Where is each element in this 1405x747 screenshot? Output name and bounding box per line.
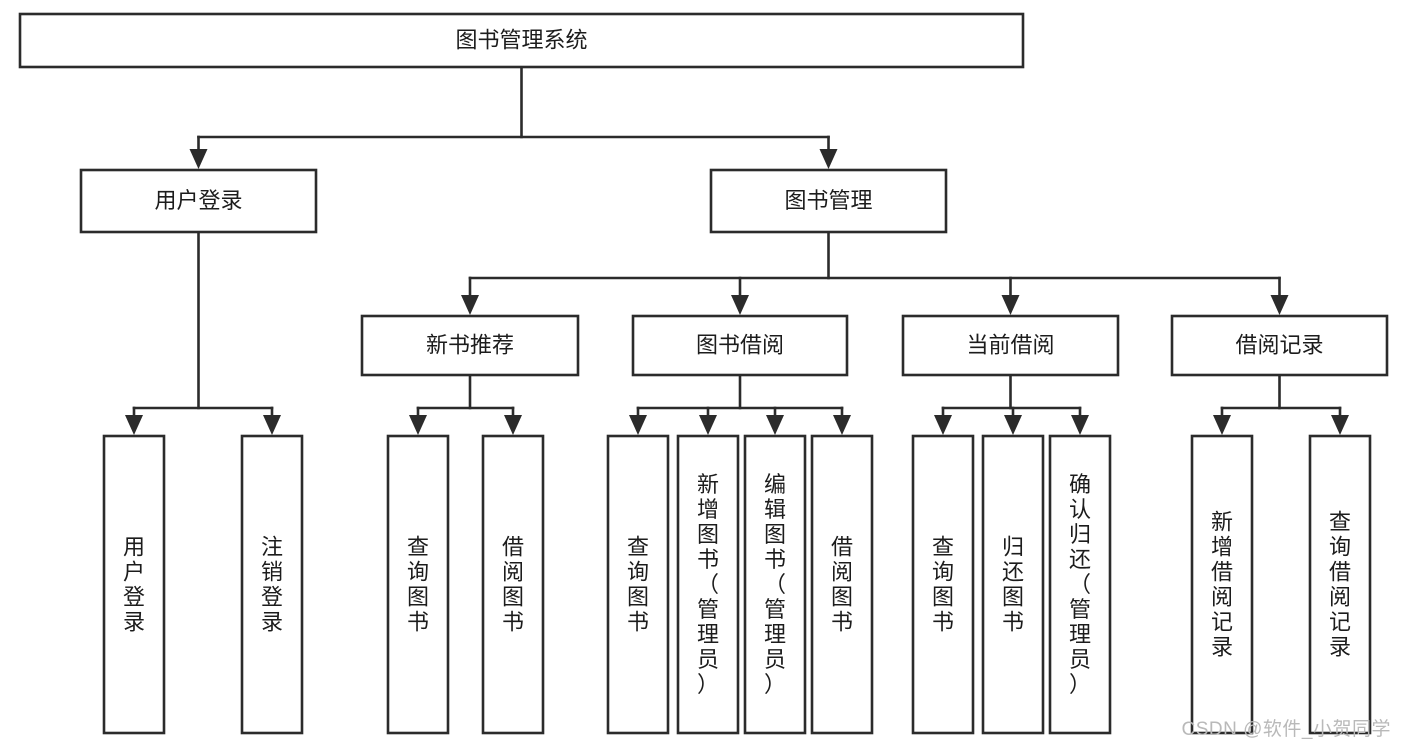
node-leaf-edit-book[interactable]: 编辑图书（管理员） [743, 434, 807, 735]
node-borrow-record[interactable]: 借阅记录 [1170, 314, 1389, 377]
node-box-leaf-query-book-current [911, 434, 975, 735]
arrow-head-icon [504, 415, 522, 435]
node-box-leaf-query-book-borrow [606, 434, 670, 735]
node-label-book-borrow: 图书借阅 [696, 332, 784, 357]
node-label-user-login: 用户登录 [154, 188, 242, 213]
node-label-leaf-edit-book: 编辑图书（管理员） [764, 472, 786, 697]
node-label-leaf-borrow-book-recommend: 借阅图书 [502, 535, 524, 635]
node-box-leaf-add-borrow-record [1190, 434, 1254, 735]
node-leaf-query-borrow-record[interactable]: 查询借阅记录 [1308, 434, 1372, 735]
node-book-management[interactable]: 图书管理 [709, 168, 948, 234]
arrow-head-icon [1213, 415, 1231, 435]
arrow-head-icon [1001, 295, 1020, 315]
node-box-leaf-add-book [676, 434, 740, 735]
arrow-head-icon [125, 415, 143, 435]
arrow-head-icon [934, 415, 952, 435]
node-box-leaf-query-borrow-record [1308, 434, 1372, 735]
node-box-undefined [18, 12, 1025, 69]
connector-layer [125, 65, 1349, 435]
node-label-leaf-borrow-book: 借阅图书 [831, 535, 853, 635]
node-label-leaf-query-book-current: 查询图书 [932, 535, 954, 635]
node-box-leaf-user-login [102, 434, 166, 735]
node-current-borrow[interactable]: 当前借阅 [901, 314, 1120, 377]
node-label-leaf-user-login: 用户登录 [123, 535, 145, 635]
arrow-head-icon [461, 295, 479, 315]
node-box-leaf-borrow-book [810, 434, 874, 735]
arrow-head-icon [819, 149, 838, 169]
node-label-leaf-add-borrow-record: 新增借阅记录 [1211, 510, 1233, 660]
node-leaf-add-borrow-record[interactable]: 新增借阅记录 [1190, 434, 1254, 735]
arrow-head-icon [189, 149, 208, 169]
arrow-head-icon [699, 415, 717, 435]
node-leaf-borrow-book-recommend[interactable]: 借阅图书 [481, 434, 545, 735]
node-book-borrow[interactable]: 图书借阅 [631, 314, 849, 377]
node-undefined[interactable]: 图书管理系统 [18, 12, 1025, 69]
node-layer: 图书管理系统用户登录图书管理新书推荐图书借阅当前借阅借阅记录用户登录注销登录查询… [18, 12, 1389, 735]
node-leaf-borrow-book[interactable]: 借阅图书 [810, 434, 874, 735]
node-label-leaf-user-logout: 注销登录 [261, 535, 283, 635]
arrow-head-icon [731, 295, 749, 315]
arrow-head-icon [263, 415, 281, 435]
node-leaf-return-book[interactable]: 归还图书 [981, 434, 1045, 735]
node-label-leaf-confirm-return: 确认归还（管理员） [1069, 472, 1091, 697]
node-leaf-query-book-recommend[interactable]: 查询图书 [386, 434, 450, 735]
node-box-book-borrow [631, 314, 849, 377]
node-box-current-borrow [901, 314, 1120, 377]
node-label-leaf-return-book: 归还图书 [1002, 535, 1024, 635]
node-new-book-recommend[interactable]: 新书推荐 [360, 314, 580, 377]
node-box-book-management [709, 168, 948, 234]
node-box-leaf-user-logout [240, 434, 304, 735]
node-label-book-management: 图书管理 [784, 188, 872, 213]
node-leaf-add-book[interactable]: 新增图书（管理员） [676, 434, 740, 735]
node-leaf-confirm-return[interactable]: 确认归还（管理员） [1048, 434, 1112, 735]
node-label-borrow-record: 借阅记录 [1235, 332, 1323, 357]
arrow-head-icon [1004, 415, 1022, 435]
node-leaf-query-book-current[interactable]: 查询图书 [911, 434, 975, 735]
arrow-head-icon [629, 415, 647, 435]
node-label-leaf-query-borrow-record: 查询借阅记录 [1329, 510, 1351, 660]
node-leaf-user-login[interactable]: 用户登录 [102, 434, 166, 735]
node-leaf-query-book-borrow[interactable]: 查询图书 [606, 434, 670, 735]
node-box-user-login [79, 168, 318, 234]
arrow-head-icon [1270, 295, 1289, 315]
node-label-new-book-recommend: 新书推荐 [426, 332, 514, 357]
node-label-undefined: 图书管理系统 [455, 27, 587, 52]
node-box-borrow-record [1170, 314, 1389, 377]
node-box-leaf-return-book [981, 434, 1045, 735]
node-label-current-borrow: 当前借阅 [966, 332, 1054, 357]
arrow-head-icon [833, 415, 851, 435]
node-box-leaf-edit-book [743, 434, 807, 735]
arrow-head-icon [1071, 415, 1089, 435]
node-user-login[interactable]: 用户登录 [79, 168, 318, 234]
arrow-head-icon [409, 415, 427, 435]
node-box-leaf-query-book-recommend [386, 434, 450, 735]
arrow-head-icon [1331, 415, 1349, 435]
node-box-leaf-borrow-book-recommend [481, 434, 545, 735]
arrow-head-icon [766, 415, 784, 435]
node-leaf-user-logout[interactable]: 注销登录 [240, 434, 304, 735]
node-label-leaf-query-book-recommend: 查询图书 [407, 535, 429, 635]
node-box-leaf-confirm-return [1048, 434, 1112, 735]
node-label-leaf-query-book-borrow: 查询图书 [627, 535, 649, 635]
node-label-leaf-add-book: 新增图书（管理员） [697, 472, 719, 697]
node-box-new-book-recommend [360, 314, 580, 377]
